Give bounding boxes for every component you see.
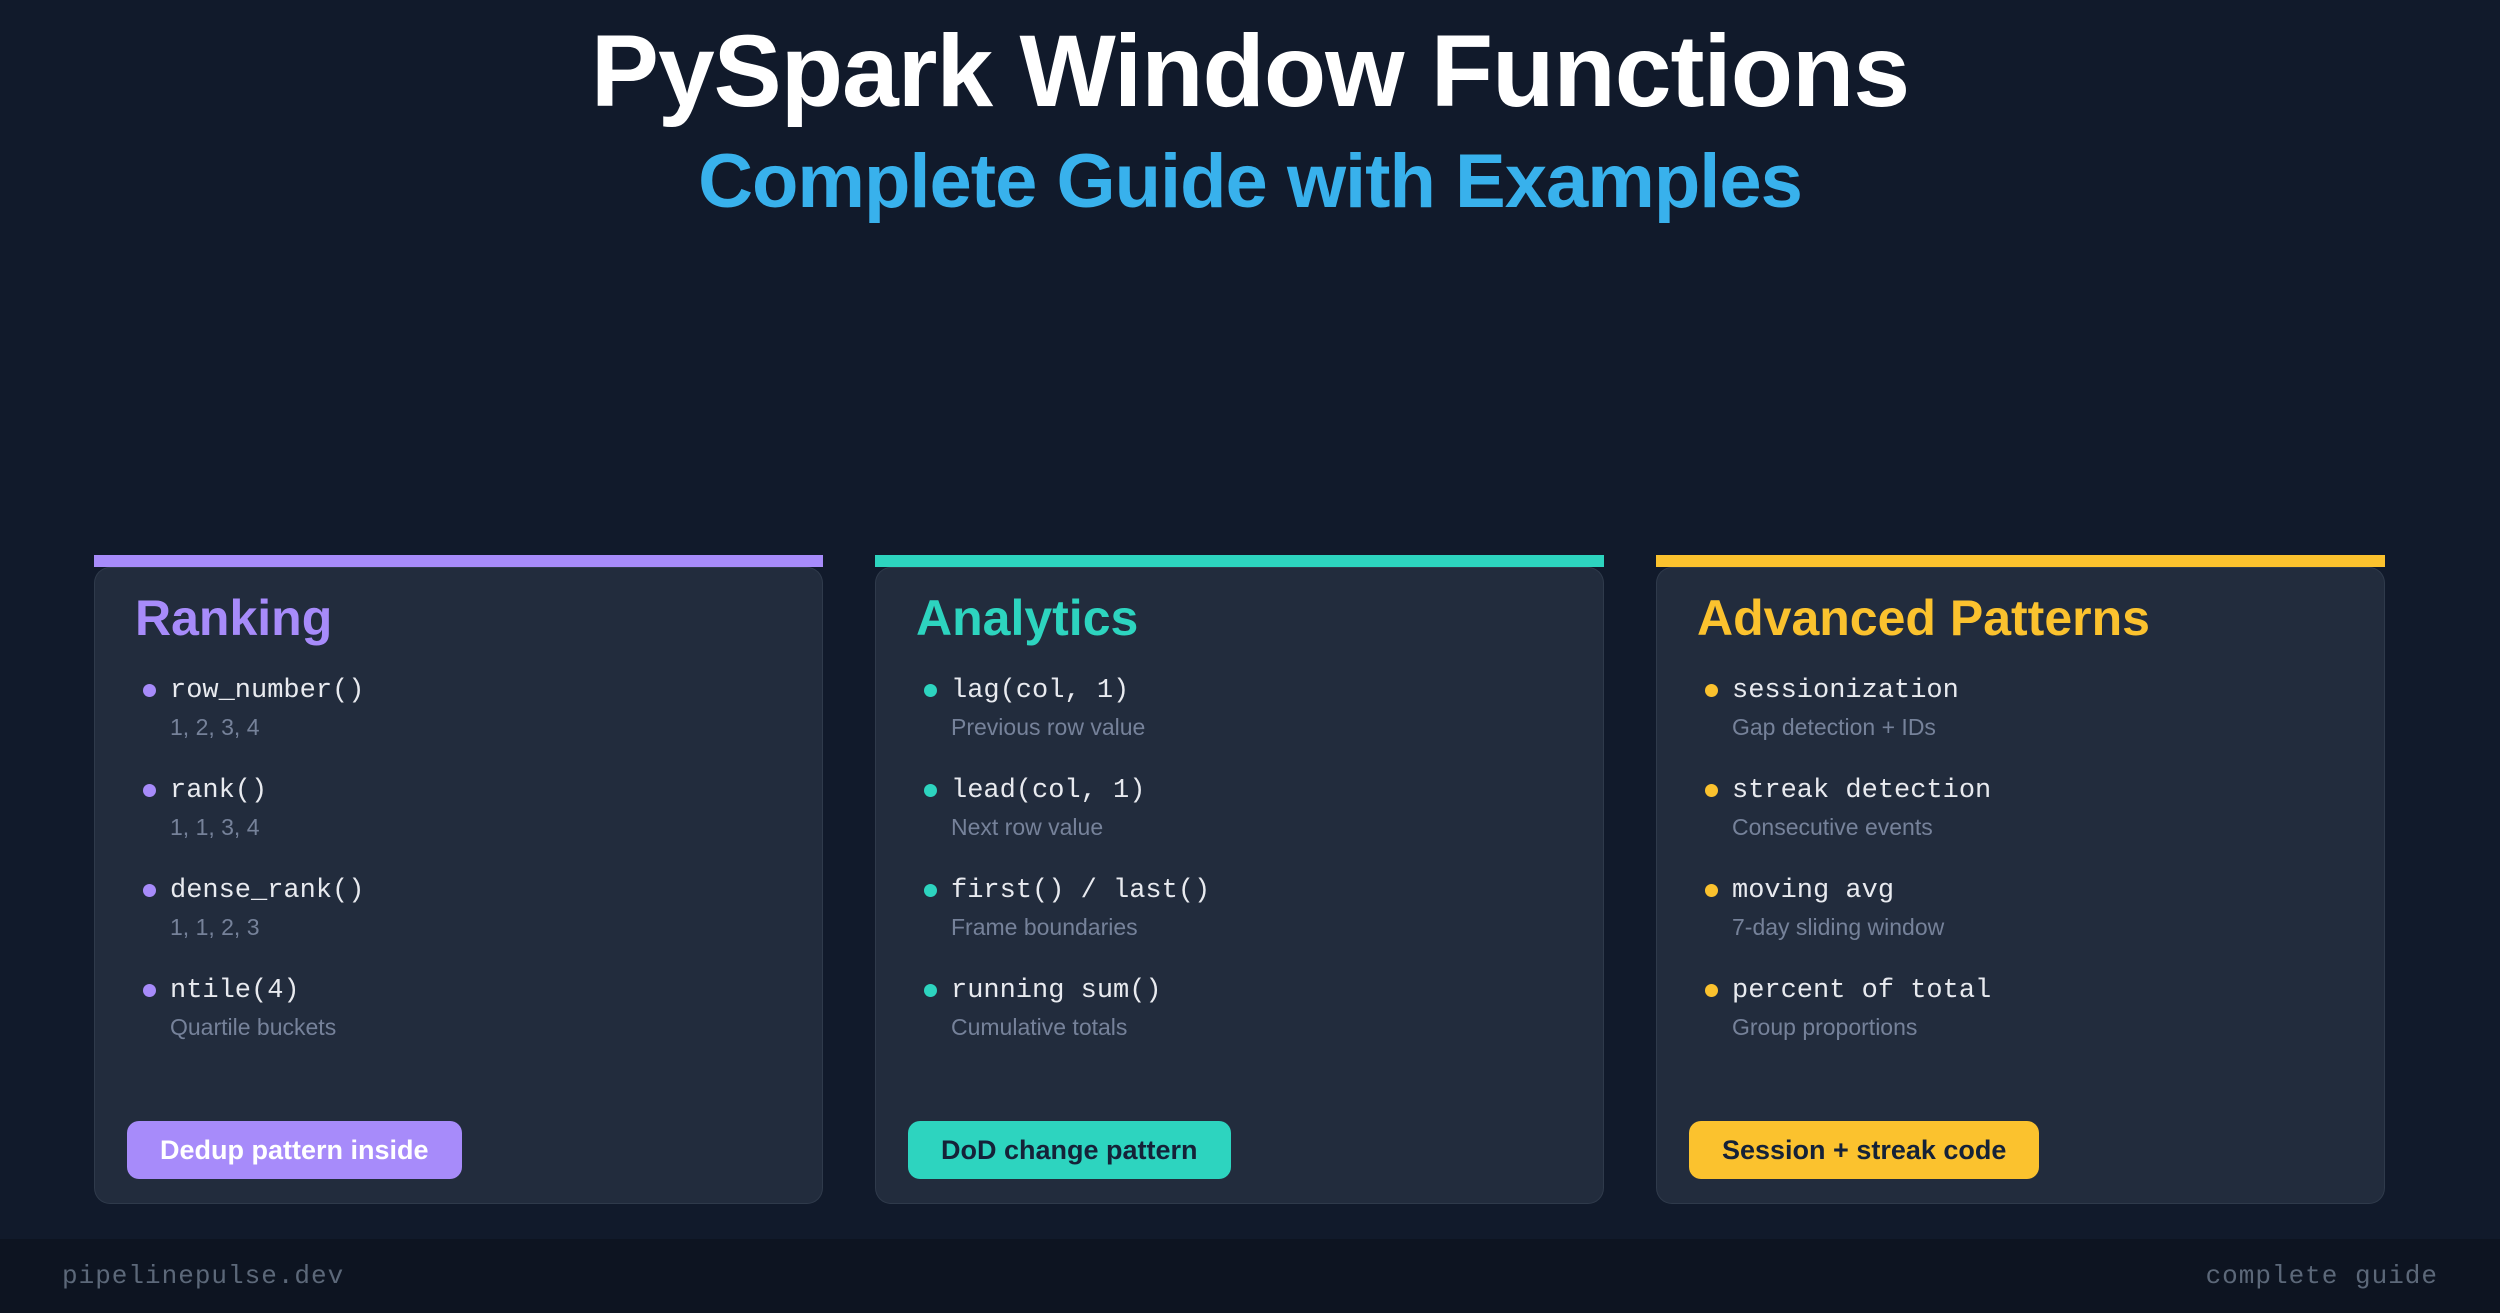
function-name: ntile(4)	[170, 975, 300, 1006]
function-description: 1, 2, 3, 4	[170, 713, 260, 740]
function-description: Gap detection + IDs	[1732, 713, 1936, 740]
function-description: 1, 1, 3, 4	[170, 813, 260, 840]
card-accent-bar	[875, 555, 1604, 567]
list-item: first() / last() Frame boundaries	[916, 874, 1563, 941]
function-name: moving avg	[1732, 875, 1895, 906]
bullet-icon	[143, 884, 156, 897]
list-item: sessionization Gap detection + IDs	[1697, 674, 2344, 741]
list-item: percent of total Group proportions	[1697, 974, 2344, 1041]
footer-bar: pipelinepulse.dev complete guide	[0, 1239, 2500, 1313]
function-description: Group proportions	[1732, 1013, 1918, 1040]
list-item: lead(col, 1) Next row value	[916, 774, 1563, 841]
function-name: sessionization	[1732, 675, 1959, 706]
bullet-icon	[924, 884, 937, 897]
footer-tagline: complete guide	[2205, 1261, 2438, 1291]
card-ranking: Ranking row_number() 1, 2, 3, 4 rank() 1…	[94, 555, 823, 1204]
function-description: 1, 1, 2, 3	[170, 913, 260, 940]
function-name: first() / last()	[951, 875, 1211, 906]
bullet-icon	[1705, 684, 1718, 697]
function-name: lag(col, 1)	[951, 675, 1130, 706]
page-header: PySpark Window Functions Complete Guide …	[0, 8, 2500, 227]
function-name: lead(col, 1)	[951, 775, 1146, 806]
list-item: rank() 1, 1, 3, 4	[135, 774, 782, 841]
bullet-icon	[924, 784, 937, 797]
dod-change-pattern-button[interactable]: DoD change pattern	[908, 1121, 1231, 1179]
bullet-icon	[924, 684, 937, 697]
function-name: dense_rank()	[170, 875, 365, 906]
card-body: Analytics lag(col, 1) Previous row value…	[875, 567, 1604, 1204]
cards-row: Ranking row_number() 1, 2, 3, 4 rank() 1…	[94, 555, 2385, 1204]
list-item: running sum() Cumulative totals	[916, 974, 1563, 1041]
card-analytics: Analytics lag(col, 1) Previous row value…	[875, 555, 1604, 1204]
card-body: Advanced Patterns sessionization Gap det…	[1656, 567, 2385, 1204]
bullet-icon	[1705, 884, 1718, 897]
function-description: Cumulative totals	[951, 1013, 1128, 1040]
function-name: row_number()	[170, 675, 365, 706]
card-body: Ranking row_number() 1, 2, 3, 4 rank() 1…	[94, 567, 823, 1204]
function-name: percent of total	[1732, 975, 1992, 1006]
card-title: Ranking	[135, 590, 333, 646]
function-name: rank()	[170, 775, 268, 806]
footer-site-name: pipelinepulse.dev	[62, 1261, 345, 1291]
page-title: PySpark Window Functions	[590, 14, 1910, 128]
function-name: streak detection	[1732, 775, 1992, 806]
card-accent-bar	[94, 555, 823, 567]
bullet-icon	[924, 984, 937, 997]
card-title: Analytics	[916, 590, 1139, 646]
bullet-icon	[143, 984, 156, 997]
card-advanced-patterns: Advanced Patterns sessionization Gap det…	[1656, 555, 2385, 1204]
list-item: moving avg 7-day sliding window	[1697, 874, 2344, 941]
dedup-pattern-button[interactable]: Dedup pattern inside	[127, 1121, 462, 1179]
function-description: Consecutive events	[1732, 813, 1933, 840]
card-accent-bar	[1656, 555, 2385, 567]
function-description: Frame boundaries	[951, 913, 1138, 940]
list-item: ntile(4) Quartile buckets	[135, 974, 782, 1041]
list-item: streak detection Consecutive events	[1697, 774, 2344, 841]
bullet-icon	[143, 784, 156, 797]
list-item: dense_rank() 1, 1, 2, 3	[135, 874, 782, 941]
list-item: row_number() 1, 2, 3, 4	[135, 674, 782, 741]
function-description: 7-day sliding window	[1732, 913, 1945, 940]
page-subtitle: Complete Guide with Examples	[698, 138, 1803, 224]
session-streak-code-button[interactable]: Session + streak code	[1689, 1121, 2040, 1179]
function-description: Previous row value	[951, 713, 1146, 740]
function-description: Quartile buckets	[170, 1013, 337, 1040]
function-name: running sum()	[951, 975, 1162, 1006]
bullet-icon	[143, 684, 156, 697]
bullet-icon	[1705, 784, 1718, 797]
function-description: Next row value	[951, 813, 1104, 840]
bullet-icon	[1705, 984, 1718, 997]
card-title: Advanced Patterns	[1697, 590, 2150, 646]
list-item: lag(col, 1) Previous row value	[916, 674, 1563, 741]
